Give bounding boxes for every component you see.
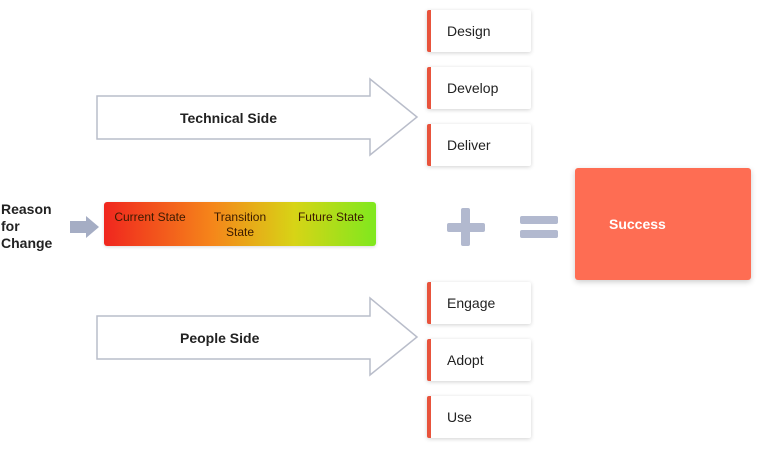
plus-vertical-bar	[461, 208, 470, 246]
future-state-label: Future State	[297, 210, 365, 224]
step-deliver: Deliver	[427, 124, 531, 166]
reason-line-2: for	[1, 218, 20, 234]
step-develop: Develop	[427, 67, 531, 109]
technical-side-arrow	[96, 77, 419, 157]
current-state-label: Current State	[114, 210, 186, 224]
step-engage: Engage	[427, 282, 531, 324]
people-side-label: People Side	[180, 330, 260, 346]
equals-top-bar	[520, 216, 558, 224]
success-label: Success	[609, 216, 666, 232]
equals-bottom-bar	[520, 230, 558, 238]
success-box: Success	[575, 168, 751, 280]
technical-side-label: Technical Side	[180, 110, 277, 126]
transition-state-label: Transition State	[213, 210, 267, 239]
reason-line-1: Reason	[1, 201, 52, 217]
reason-line-3: Change	[1, 235, 53, 251]
step-design: Design	[427, 10, 531, 52]
step-use: Use	[427, 396, 531, 438]
people-side-arrow	[96, 296, 419, 377]
change-state-bar: Current State Transition State Future St…	[104, 202, 376, 246]
step-adopt: Adopt	[427, 339, 531, 381]
reason-for-change: Reason for Change	[1, 201, 52, 252]
reason-arrow-icon	[70, 216, 99, 238]
